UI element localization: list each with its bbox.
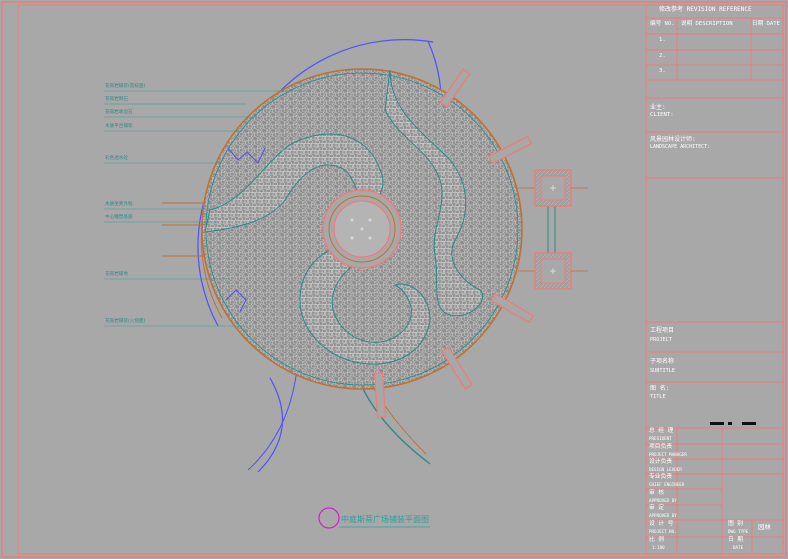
stamp-mark — [710, 422, 724, 425]
caption-marker — [318, 507, 340, 529]
radial-benches — [373, 68, 534, 418]
inner-border — [17, 4, 784, 555]
dimension-stubs — [162, 202, 205, 257]
title-block — [645, 5, 783, 554]
callout-leaders — [104, 90, 308, 327]
square-planters — [518, 169, 588, 290]
plaza-plan — [162, 39, 588, 473]
